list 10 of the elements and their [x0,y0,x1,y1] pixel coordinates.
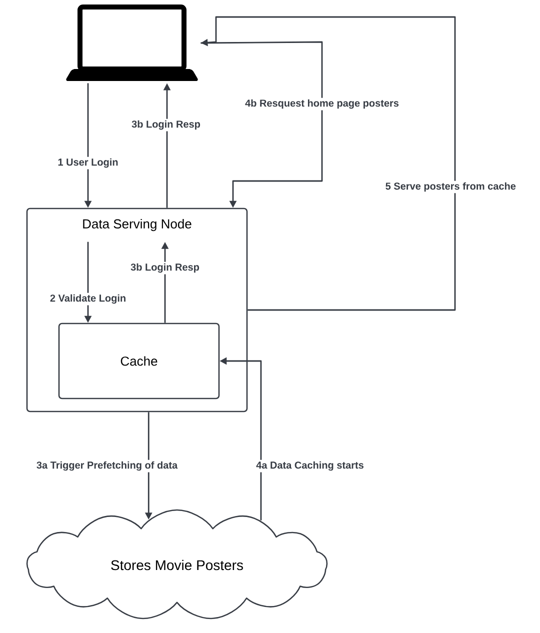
edge-label: 1 User Login [56,156,120,170]
edge-label: 2 Validate Login [48,292,128,306]
edge-label: 3a Trigger Prefetching of data [34,460,180,472]
edge-label: 3b Login Resp [130,118,202,132]
edge-label: 4b Resquest home page posters [244,98,400,110]
laptop-drawing [66,4,198,81]
edge-label: 4a Data Caching starts [254,460,366,472]
process-box: Cache [58,322,220,400]
edge-label: 3b Login Resp [129,262,201,274]
edge-label: 5 Serve posters from cache [384,180,518,194]
